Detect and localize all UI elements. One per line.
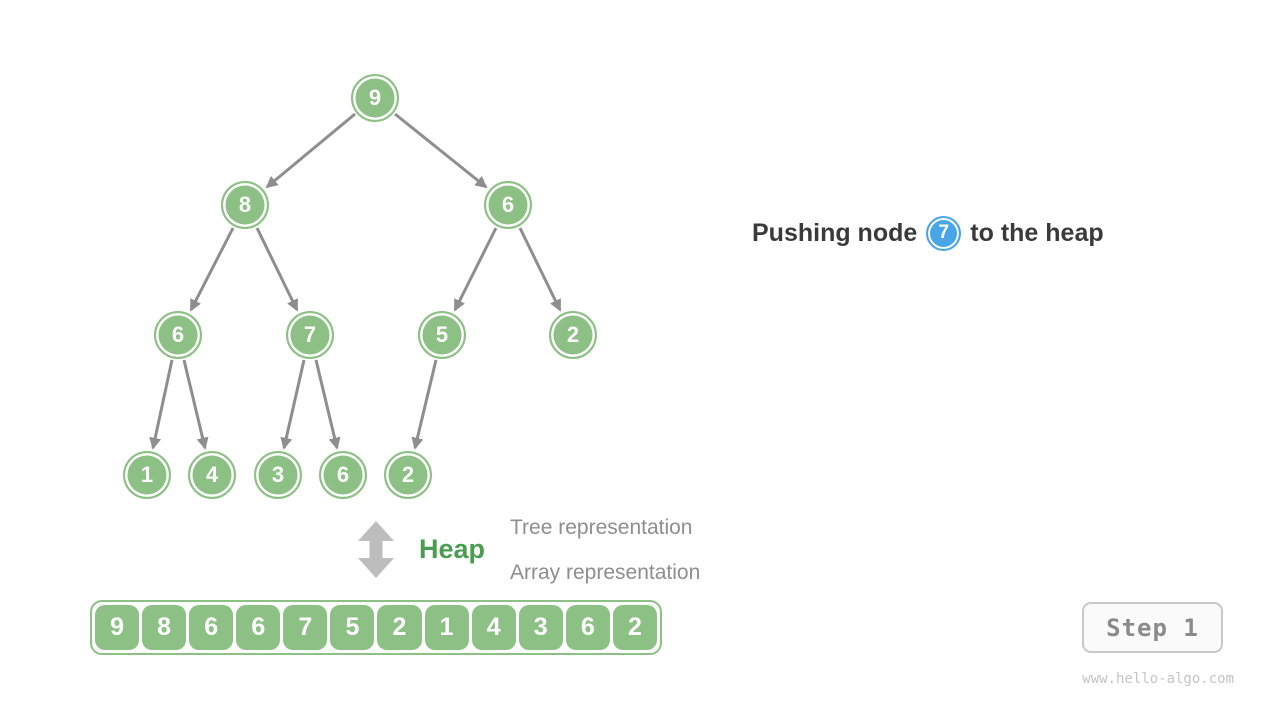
- heap-label: Heap: [419, 534, 486, 564]
- edge-8-6: [189, 227, 235, 312]
- array-cell: 6: [236, 605, 281, 650]
- array-cell: 6: [565, 605, 610, 650]
- edge-8-7: [255, 227, 299, 312]
- up-down-arrow-icon: [358, 521, 394, 578]
- pushed-node-badge: 7: [926, 215, 962, 251]
- array-cell: 9: [95, 605, 140, 650]
- tree-node: 5: [418, 311, 466, 359]
- tree-node: 2: [549, 311, 597, 359]
- edge-7-3: [280, 359, 306, 450]
- tree-node: 6: [319, 451, 367, 499]
- tree-node: 2: [384, 451, 432, 499]
- array-cell: 4: [471, 605, 516, 650]
- edge-6-2: [518, 227, 562, 312]
- edge-6-1: [149, 359, 174, 450]
- tree-node: 3: [254, 451, 302, 499]
- heap-array: 9 8 6 6 7 5 2 1 4 3 6 2: [90, 600, 662, 655]
- array-cell: 5: [330, 605, 375, 650]
- caption-prefix: Pushing node: [752, 218, 918, 247]
- tree-node: 7: [286, 311, 334, 359]
- array-cell: 7: [283, 605, 328, 650]
- edge-5-2: [411, 359, 438, 450]
- array-cell: 1: [424, 605, 469, 650]
- caption: Pushing node 7 to the heap: [752, 210, 1104, 256]
- edge-6-5: [453, 227, 498, 312]
- step-button[interactable]: Step 1: [1082, 602, 1223, 653]
- tree-node: 8: [221, 181, 269, 229]
- tree-node: 6: [154, 311, 202, 359]
- caption-suffix: to the heap: [970, 218, 1104, 247]
- tree-representation-label: Tree representation: [510, 516, 693, 539]
- tree-node: 1: [123, 451, 171, 499]
- watermark: www.hello-algo.com: [1082, 671, 1234, 687]
- tree-node: 4: [188, 451, 236, 499]
- tree-node: 9: [351, 74, 399, 122]
- array-cell: 2: [377, 605, 422, 650]
- array-cell: 2: [612, 605, 657, 650]
- array-cell: 8: [142, 605, 187, 650]
- array-representation-label: Array representation: [510, 561, 701, 584]
- array-cell: 6: [189, 605, 234, 650]
- array-cell: 3: [518, 605, 563, 650]
- edge-7-6: [314, 359, 341, 450]
- edge-9-6: [394, 112, 488, 189]
- edge-9-8: [265, 112, 356, 189]
- edge-6-4: [182, 359, 209, 450]
- tree-node: 6: [484, 181, 532, 229]
